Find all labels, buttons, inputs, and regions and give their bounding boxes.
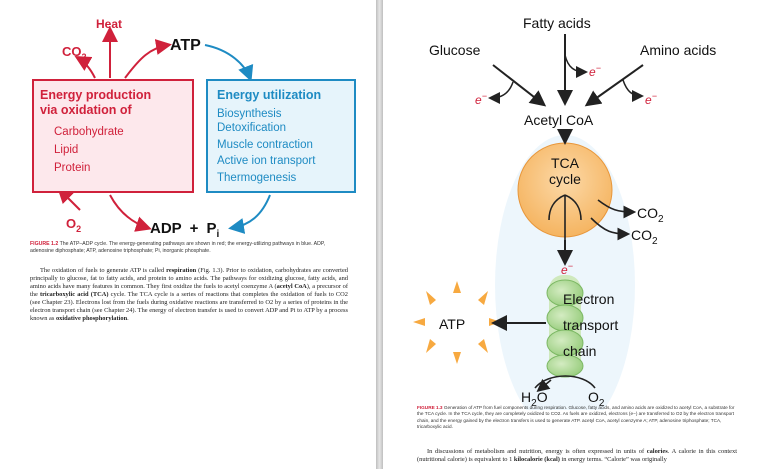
tca-label-line2: cycle [549,171,581,187]
etc-label-line1: Electron [563,291,614,307]
respiration-figure: Fatty acids Glucose Amino acids e− e− e−… [413,15,716,410]
paragraph: In discussions of metabolism and nutriti… [417,448,737,463]
right-body-text: In discussions of metabolism and nutriti… [417,448,737,464]
electron-label-fatty: e− [589,63,601,79]
utilization-item-thermogenesis: Thermogenesis [217,172,297,184]
electron-label-glucose: e− [475,91,487,107]
production-item-carbohydrate: Carbohydrate [54,126,124,138]
caption-text: Generation of ATP from fuel components d… [417,405,735,430]
atp-adp-cycle-figure: Heat CO2 ATP Energy production via oxida… [32,17,356,240]
arrow-utilization-to-adp [228,194,271,234]
o2-label: O2 [588,389,605,409]
electron-label-etc: e− [561,261,573,277]
electron-arrow-amino [622,79,644,102]
co2-arrow-1 [597,199,637,219]
arrow-adp-from-production [109,194,152,232]
co2-label-2: CO2 [631,227,658,247]
etc-label-line2: transport [563,317,618,333]
page-gutter [376,0,383,469]
energy-utilization-box [206,79,356,193]
caption-text: The ATP–ADP cycle. The energy-generating… [30,241,326,254]
utilization-item-biosynthesis: Biosynthesis [217,108,282,120]
co2-label: CO2 [62,44,87,62]
production-title-line1: Energy production [40,88,151,102]
figure-1-2-caption: FIGURE 1.2 The ATP–ADP cycle. The energy… [30,241,348,255]
left-page: Heat CO2 ATP Energy production via oxida… [0,0,376,469]
arrow-amino-acids [584,64,644,107]
arrow-to-water [536,378,552,393]
atp-label: ATP [439,316,465,332]
figure-1-3-caption: FIGURE 1.3 Generation of ATP from fuel c… [417,405,737,431]
atp-label: ATP [170,37,201,54]
glucose-label: Glucose [429,42,481,58]
utilization-item-active-ion-transport: Active ion transport [217,155,316,167]
electron-arrow-glucose [488,81,514,104]
utilization-item-detoxification: Detoxification [217,122,286,134]
co2-arrow-2 [590,217,631,241]
caption-label: FIGURE 1.3 [417,405,443,410]
arrow-to-atp [124,39,172,79]
paragraph: The oxidation of fuels to generate ATP i… [30,267,348,322]
tca-label-line1: TCA [551,155,580,171]
etc-unit [546,354,584,378]
atp-starburst-icon [413,281,501,364]
caption-label: FIGURE 1.2 [30,241,59,247]
amino-acids-label: Amino acids [640,42,716,58]
left-body-text: The oxidation of fuels to generate ATP i… [30,267,348,323]
electron-label-amino: e− [645,91,657,107]
arrow-glucose [492,64,547,107]
h2o-label: H2O [521,389,548,409]
right-page: Fatty acids Glucose Amino acids e− e− e−… [383,0,768,469]
etc-label-line3: chain [563,343,596,359]
co2-label-1: CO2 [637,205,664,225]
arrow-atp-to-utilization [204,44,254,82]
tca-inner-branches [548,194,582,240]
arrow-to-co2 [74,56,96,79]
electron-arrow-fatty [564,54,588,78]
o2-label: O2 [66,216,81,234]
acetyl-coa-label: Acetyl CoA [524,112,594,128]
energy-production-box [32,79,194,193]
heat-label: Heat [96,17,122,31]
production-title-line2: via oxidation of [40,103,133,117]
adp-pi-label: ADP+Pi [150,220,219,240]
production-item-protein: Protein [54,162,90,174]
fatty-acids-label: Fatty acids [523,15,591,31]
utilization-title: Energy utilization [217,88,321,102]
utilization-item-muscle-contraction: Muscle contraction [217,139,313,151]
production-item-lipid: Lipid [54,144,78,156]
